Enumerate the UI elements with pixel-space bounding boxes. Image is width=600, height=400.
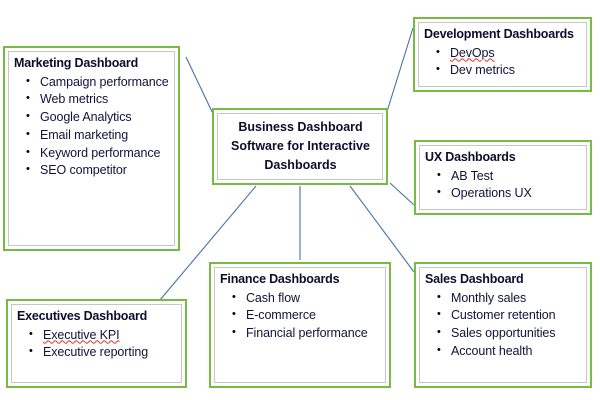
list-item: • AB Test bbox=[437, 168, 582, 186]
list-item: • Web metrics bbox=[26, 91, 170, 109]
list-item: • Operations UX bbox=[437, 185, 582, 203]
center-text-block: Business Dashboard Software for Interact… bbox=[223, 118, 378, 175]
bullet-icon: • bbox=[436, 45, 440, 58]
list-item-label: Sales opportunities bbox=[451, 326, 556, 341]
bullet-icon: • bbox=[437, 343, 441, 356]
bullet-icon: • bbox=[29, 327, 33, 340]
node-marketing[interactable]: Marketing Dashboard • Campaign performanc… bbox=[3, 46, 180, 251]
node-finance-title: Finance Dashboards bbox=[220, 272, 340, 286]
node-development-list: • DevOps • Dev metrics bbox=[424, 45, 582, 81]
list-item-label: Google Analytics bbox=[40, 110, 132, 125]
list-item-label: DevOps bbox=[450, 45, 495, 60]
bullet-icon: • bbox=[26, 110, 30, 123]
list-item: • Account health bbox=[437, 343, 582, 361]
bullet-icon: • bbox=[437, 186, 441, 199]
list-item: • Google Analytics bbox=[26, 109, 170, 127]
node-ux-body: UX Dashboards • AB Test • Operations UX bbox=[419, 145, 587, 210]
list-item-label: Executive KPI bbox=[43, 327, 120, 342]
list-item-label: Monthly sales bbox=[451, 290, 527, 305]
list-item-label: Operations UX bbox=[451, 186, 532, 201]
node-executives[interactable]: Executives Dashboard • Executive KPI • Exe… bbox=[6, 299, 187, 388]
center-line-3: Dashboards bbox=[264, 157, 337, 172]
node-marketing-list: • Campaign performance • Web metrics • Goog… bbox=[14, 74, 170, 181]
node-finance-body: Finance Dashboards • Cash flow • E-commerc… bbox=[214, 267, 386, 383]
node-ux[interactable]: UX Dashboards • AB Test • Operations UX bbox=[414, 140, 592, 215]
bullet-icon: • bbox=[437, 168, 441, 181]
list-item: • Dev metrics bbox=[436, 62, 582, 80]
list-item-label: Campaign performance bbox=[40, 74, 169, 89]
node-development-title: Development Dashboards bbox=[424, 27, 574, 41]
bullet-icon: • bbox=[232, 290, 236, 303]
bullet-icon: • bbox=[436, 63, 440, 76]
list-item-label: Email marketing bbox=[40, 127, 129, 142]
bullet-icon: • bbox=[232, 308, 236, 321]
node-executives-body: Executives Dashboard • Executive KPI • Exe… bbox=[11, 304, 182, 383]
node-center[interactable]: Business Dashboard Software for Interact… bbox=[212, 108, 388, 185]
node-marketing-title: Marketing Dashboard bbox=[14, 56, 139, 70]
node-executives-title: Executives Dashboard bbox=[17, 309, 148, 323]
node-executives-list: • Executive KPI • Executive reporting bbox=[17, 327, 177, 363]
connector-center-to-sales bbox=[349, 185, 415, 273]
list-item-label: Executive reporting bbox=[43, 345, 149, 360]
list-item-label: Web metrics bbox=[40, 92, 109, 107]
node-sales-body: Sales Dashboard • Monthly sales • Customer… bbox=[419, 267, 587, 383]
node-sales-title: Sales Dashboard bbox=[425, 272, 524, 286]
list-item: • DevOps bbox=[436, 45, 582, 63]
bullet-icon: • bbox=[26, 127, 30, 140]
bullet-icon: • bbox=[26, 92, 30, 105]
list-item-label: Dev metrics bbox=[450, 63, 515, 78]
list-item: • Sales opportunities bbox=[437, 325, 582, 343]
node-sales-list: • Monthly sales • Customer retention • Sale… bbox=[425, 290, 582, 361]
list-item-label: E-commerce bbox=[246, 308, 316, 323]
bullet-icon: • bbox=[26, 145, 30, 158]
node-development-body: Development Dashboards • DevOps • Dev metr… bbox=[418, 22, 587, 87]
list-item-label: Cash flow bbox=[246, 290, 300, 305]
list-item: • SEO competitor bbox=[26, 162, 170, 180]
node-ux-title: UX Dashboards bbox=[425, 150, 516, 164]
list-item: • Executive reporting bbox=[29, 344, 177, 362]
list-item-label: Customer retention bbox=[451, 308, 556, 323]
node-finance-list: • Cash flow • E-commerce • Financial perfor… bbox=[220, 290, 381, 343]
list-item-label: Financial performance bbox=[246, 326, 368, 341]
bullet-icon: • bbox=[26, 74, 30, 87]
list-item: • Customer retention bbox=[437, 307, 582, 325]
list-item: • E-commerce bbox=[232, 307, 381, 325]
bullet-icon: • bbox=[26, 163, 30, 176]
list-item: • Keyword performance bbox=[26, 145, 170, 163]
list-item-label: AB Test bbox=[451, 168, 494, 183]
list-item: • Cash flow bbox=[232, 290, 381, 308]
bullet-icon: • bbox=[437, 326, 441, 339]
connector-center-to-development bbox=[384, 27, 414, 119]
bullet-icon: • bbox=[29, 345, 33, 358]
node-finance[interactable]: Finance Dashboards • Cash flow • E-commerc… bbox=[209, 262, 391, 388]
center-line-2: Software for Interactive bbox=[231, 139, 370, 154]
list-item: • Executive KPI bbox=[29, 327, 177, 345]
list-item-label: Account health bbox=[451, 343, 533, 358]
bullet-icon: • bbox=[437, 308, 441, 321]
node-ux-list: • AB Test • Operations UX bbox=[425, 168, 582, 204]
list-item: • Campaign performance bbox=[26, 74, 170, 92]
node-center-body: Business Dashboard Software for Interact… bbox=[217, 113, 383, 180]
bullet-icon: • bbox=[232, 326, 236, 339]
list-item: • Email marketing bbox=[26, 127, 170, 145]
list-item-label: Keyword performance bbox=[40, 145, 161, 160]
bullet-icon: • bbox=[437, 290, 441, 303]
list-item: • Financial performance bbox=[232, 325, 381, 343]
node-sales[interactable]: Sales Dashboard • Monthly sales • Customer… bbox=[414, 262, 592, 388]
connector-center-to-ux bbox=[389, 182, 415, 206]
list-item-label: SEO competitor bbox=[40, 163, 127, 178]
node-marketing-body: Marketing Dashboard • Campaign performanc… bbox=[8, 51, 175, 246]
connector-center-to-marketing bbox=[185, 56, 216, 119]
list-item: • Monthly sales bbox=[437, 290, 582, 308]
node-development[interactable]: Development Dashboards • DevOps • Dev metr… bbox=[413, 17, 592, 92]
center-line-1: Business Dashboard bbox=[238, 120, 363, 135]
